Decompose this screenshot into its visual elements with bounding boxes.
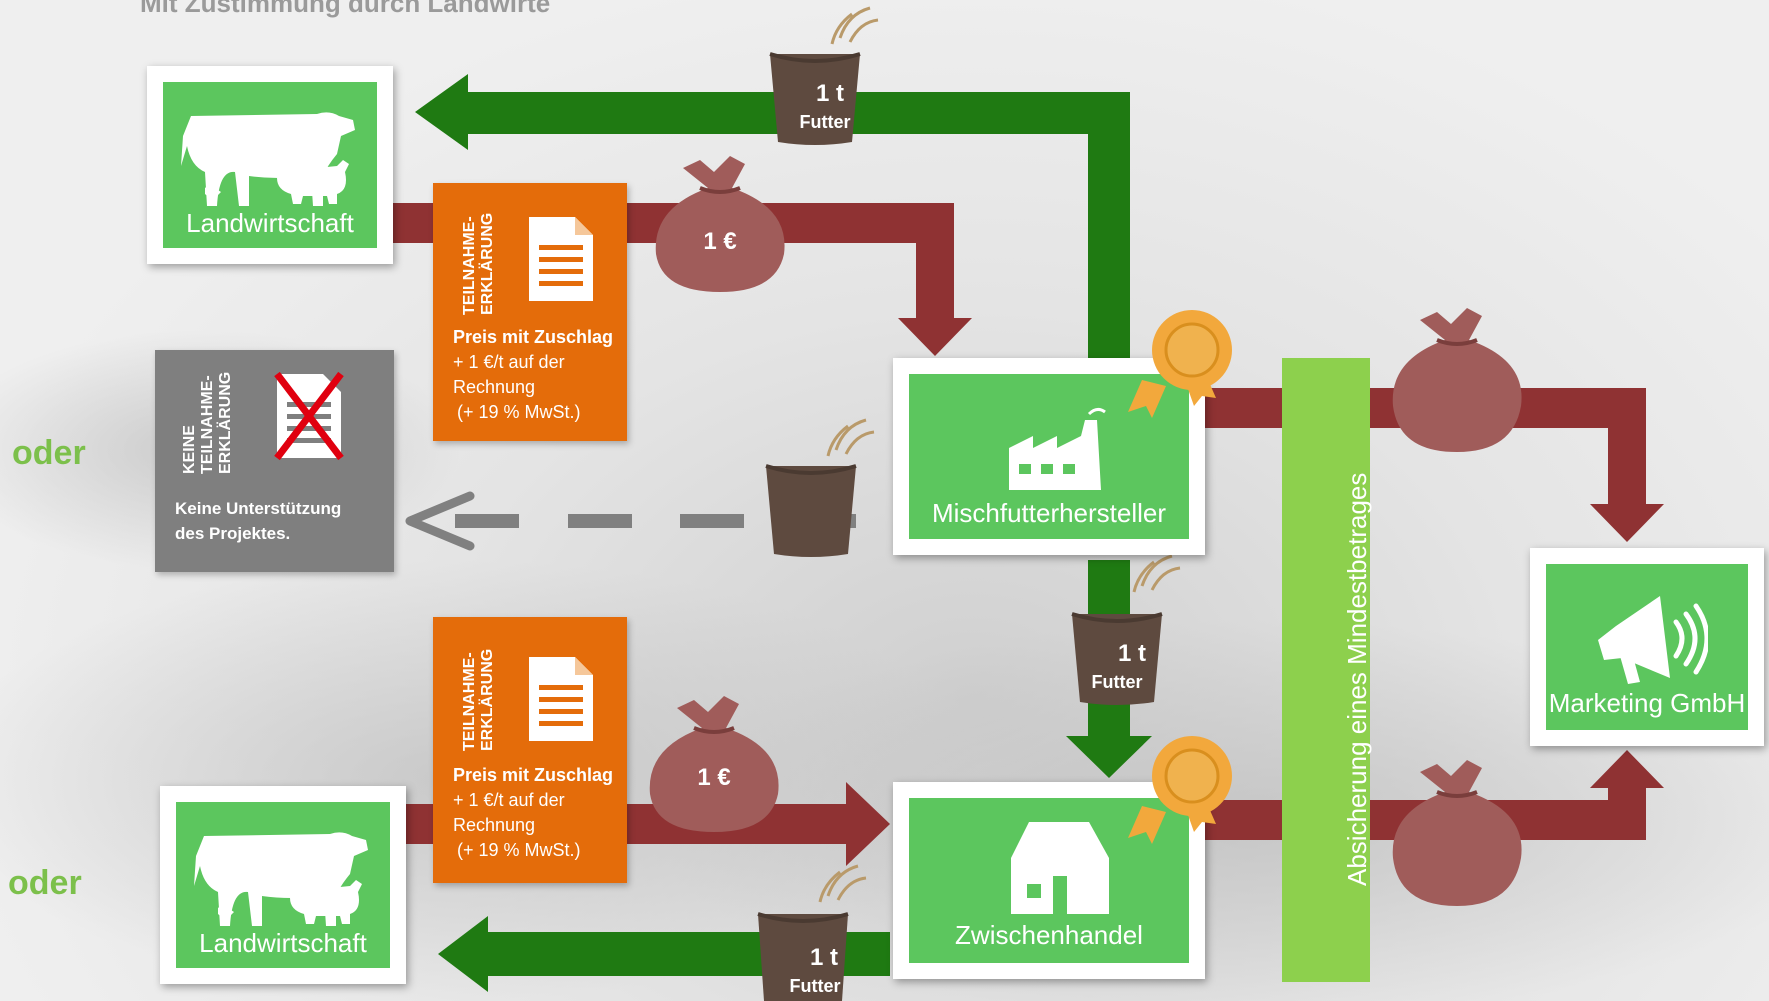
livestock-icon: [194, 832, 368, 926]
landwirtschaft-node-bottom: Landwirtschaft: [160, 786, 406, 984]
landwirtschaft-panel: Landwirtschaft: [176, 802, 390, 968]
oder-label: oder: [12, 434, 86, 472]
crossed-document-icon: [274, 371, 344, 461]
livestock-icon: [181, 112, 355, 206]
mischfutter-label: Mischfutterhersteller: [931, 498, 1167, 528]
money-sack-icon: [649, 696, 779, 832]
seal-icon: [1128, 736, 1232, 844]
landwirtschaft-panel: Landwirtschaft: [163, 82, 377, 248]
house-icon: [1011, 822, 1109, 914]
price-info: Preis mit Zuschlag + 1 €/t auf der Rechn…: [453, 327, 614, 422]
oder-label: oder: [8, 864, 82, 902]
marketing-node: Marketing GmbH: [1530, 548, 1764, 746]
money-sack-icon: [655, 156, 785, 292]
money-label: 1 €: [703, 228, 737, 255]
feed-label: 1 t Futter: [789, 944, 841, 996]
absicherung-bar: [1282, 358, 1370, 982]
landwirtschaft-label: Landwirtschaft: [186, 208, 354, 238]
red-arrow-bottom: [404, 782, 890, 866]
document-icon: [529, 217, 593, 301]
zwischenhandel-panel: Zwischenhandel: [909, 798, 1189, 963]
megaphone-icon: [1598, 596, 1708, 684]
green-arrow-top: [415, 74, 1130, 360]
feed-bag-icon: [757, 864, 867, 1001]
keine-teilnahme-text: Keine Unterstützung des Projektes.: [175, 499, 342, 543]
feed-label: 1 t Futter: [799, 80, 851, 132]
teilnahme-box-top: TEILNAHME-ERKLÄRUNG Preis mit Zuschlag +…: [433, 183, 627, 441]
marketing-label: Marketing GmbH: [1548, 688, 1746, 718]
teilnahme-box-bottom: TEILNAHME-ERKLÄRUNG Preis mit Zuschlag +…: [433, 617, 627, 883]
marketing-panel: Marketing GmbH: [1546, 564, 1748, 730]
feed-bag-icon: [765, 418, 875, 557]
seal-icon: [1128, 310, 1232, 418]
price-info: Preis mit Zuschlag + 1 €/t auf der Rechn…: [453, 765, 614, 860]
teilnahme-heading: TEILNAHME-ERKLÄRUNG: [461, 648, 496, 751]
document-icon: [529, 657, 593, 741]
money-label: 1 €: [697, 764, 731, 791]
absicherung-label: Absicherung eines Mindestbetrages: [1342, 472, 1372, 886]
money-sack-icon: [1392, 760, 1522, 906]
landwirtschaft-label: Landwirtschaft: [199, 928, 367, 958]
feed-bag-icon: [1071, 554, 1181, 705]
zwischenhandel-label: Zwischenhandel: [955, 920, 1143, 950]
feed-bag-icon: [769, 6, 879, 145]
teilnahme-heading: TEILNAHME-ERKLÄRUNG: [461, 212, 496, 315]
factory-icon: [1009, 407, 1106, 490]
landwirtschaft-node-top: Landwirtschaft: [147, 66, 393, 264]
feed-label: 1 t Futter: [1091, 640, 1147, 692]
page-title: Mit Zustimmung durch Landwirte: [140, 0, 551, 18]
money-sack-icon: [1392, 308, 1522, 452]
